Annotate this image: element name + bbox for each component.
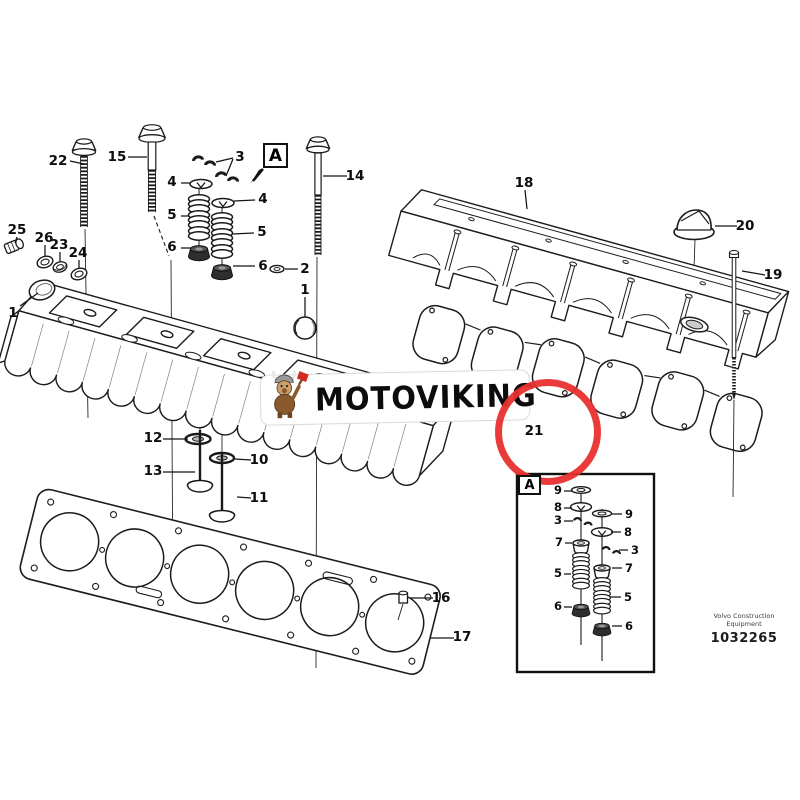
bolt-22-drawing bbox=[71, 138, 97, 227]
detail-marker-a: A bbox=[263, 143, 288, 168]
valve-and-seal-drawings bbox=[184, 430, 236, 523]
viking-mascot-icon bbox=[272, 369, 309, 418]
valve-cover-gasket-drawing bbox=[412, 304, 763, 453]
bolt-14-drawing bbox=[305, 136, 331, 255]
valve-train-upper-drawing bbox=[187, 154, 240, 281]
plug-fitting-drawings bbox=[3, 238, 317, 340]
publisher-block: Volvo Construction Equipment 1032265 bbox=[688, 612, 800, 646]
head-gasket-drawing bbox=[19, 488, 441, 675]
detail-marker-a-label: A bbox=[268, 145, 283, 166]
publisher-name-line2: Equipment bbox=[726, 620, 762, 628]
detail-inset-marker-a-label: A bbox=[524, 477, 535, 493]
drawing-number: 1032265 bbox=[710, 631, 778, 646]
oil-cap-drawing bbox=[673, 209, 715, 241]
bolt-15-drawing bbox=[137, 124, 170, 257]
detail-inset-marker-a: A bbox=[518, 475, 541, 495]
dowel-pin-drawing bbox=[397, 590, 409, 621]
detail-marker-pointer bbox=[250, 168, 264, 184]
detail-inset-box bbox=[515, 472, 656, 674]
highlight-circle bbox=[495, 379, 601, 485]
bolt-19-drawing bbox=[728, 250, 740, 400]
watermark-banner: MOTOVIKING bbox=[259, 369, 537, 426]
valve-cover-drawing bbox=[388, 189, 790, 370]
publisher-name-line1: Volvo Construction bbox=[713, 612, 775, 620]
